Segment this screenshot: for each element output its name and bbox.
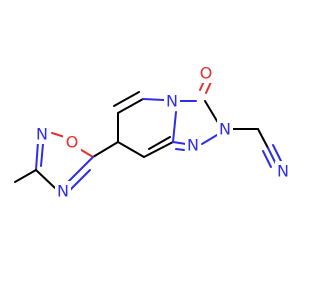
bond — [172, 111, 177, 143]
molecule-structure: O N N N N N O N — [14, 63, 291, 201]
atom-nitrogen: N — [57, 182, 69, 201]
bond — [175, 148, 185, 151]
bond — [262, 150, 272, 168]
bond — [69, 169, 91, 191]
bond — [257, 128, 269, 149]
bond — [272, 144, 282, 162]
bond — [113, 91, 140, 107]
bond — [92, 141, 119, 158]
atom-nitrogen: N — [219, 120, 231, 139]
bond — [205, 81, 212, 94]
atom-nitrogen: N — [187, 136, 199, 155]
atom-labels: O N N N N N O N — [34, 63, 291, 201]
bond — [35, 169, 56, 189]
atom-oxygen: O — [200, 64, 213, 83]
bonds — [14, 78, 282, 191]
bond — [148, 136, 171, 150]
bond — [267, 147, 277, 165]
atom-nitrogen: N — [166, 92, 178, 111]
bond — [143, 141, 174, 158]
bond — [14, 169, 37, 183]
bond — [142, 98, 165, 101]
bond — [40, 143, 44, 167]
bond — [117, 98, 144, 114]
bond — [201, 134, 218, 145]
atom-oxygen: O — [66, 133, 79, 152]
atom-nitrogen: N — [277, 162, 289, 181]
bond — [35, 141, 39, 171]
bond — [172, 141, 187, 145]
bond — [117, 141, 145, 158]
atom-nitrogen: N — [36, 125, 48, 144]
